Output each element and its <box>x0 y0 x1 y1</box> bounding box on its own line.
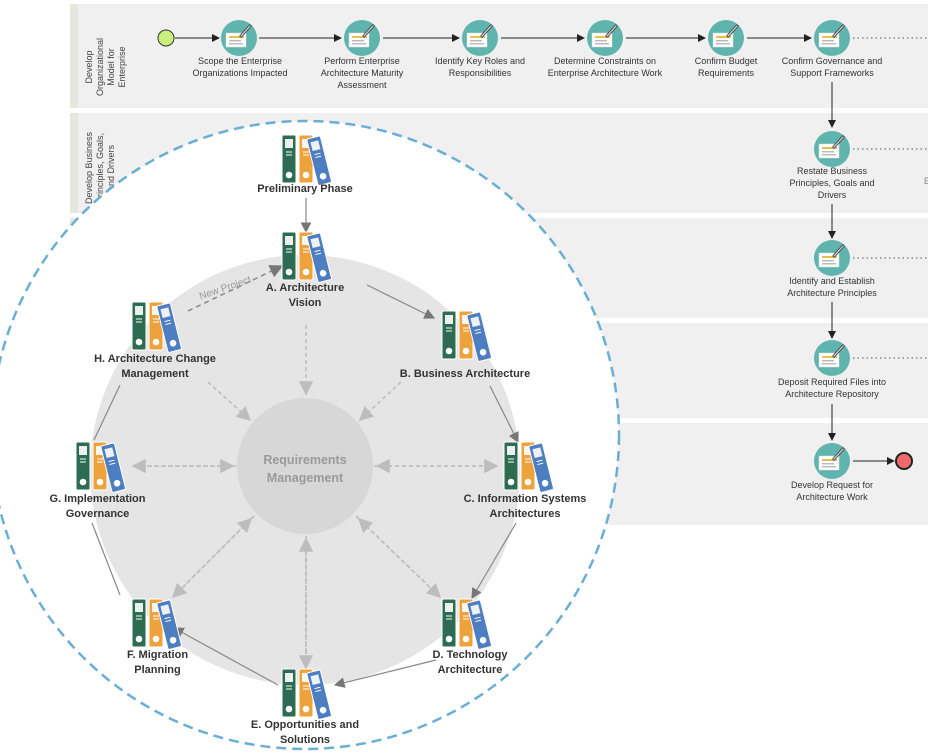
swimlane-header-2 <box>70 113 78 213</box>
preliminary-phase-label: Preliminary Phase <box>257 183 353 195</box>
phase-a-label: A. Architecture Vision <box>265 282 345 309</box>
task-icon-4[interactable] <box>587 20 623 56</box>
phase-c-label: C. Information Systems Architectures <box>463 493 587 520</box>
task-label-2: Perform Enterprise Architecture Maturity… <box>320 56 404 90</box>
task-icon-5[interactable] <box>708 20 744 56</box>
phase-b-binder-icon <box>441 310 492 362</box>
right-edge-fragment: E <box>923 176 928 186</box>
task-label-8: Identify and Establish Architecture Prin… <box>787 276 877 298</box>
task-label-7: Restate Business Principles, Goals and D… <box>789 166 875 200</box>
requirements-circle <box>237 398 373 534</box>
task-label-6: Confirm Governance and Support Framework… <box>781 56 883 78</box>
task-label-9: Deposit Required Files into Architecture… <box>777 377 887 399</box>
phase-f-label: F. Migration Planning <box>126 649 189 676</box>
task-icon-1[interactable] <box>221 20 257 56</box>
phase-e-label: E. Opportunities and Solutions <box>250 719 360 746</box>
task-icon-6[interactable] <box>814 20 850 56</box>
task-icon-2[interactable] <box>344 20 380 56</box>
phase-f-binder-icon <box>131 598 182 650</box>
task-icons <box>221 20 850 479</box>
phase-d-binder-icon <box>441 598 492 650</box>
task-icon-10[interactable] <box>814 443 850 479</box>
task-label-1: Scope the Enterprise Organizations Impac… <box>192 56 288 78</box>
task-icon-9[interactable] <box>814 340 850 376</box>
phase-d-label: D. Technology Architecture <box>432 649 508 676</box>
phase-h-label: H. Architecture Change Management <box>94 353 216 380</box>
binder-icons <box>75 134 554 720</box>
task-label-4: Determine Constraints on Enterprise Arch… <box>547 56 663 78</box>
phase-e-binder-icon <box>281 668 332 720</box>
phase-b-label: B. Business Architecture <box>399 368 531 380</box>
dotted-exits <box>853 37 928 359</box>
preliminary-binder-icon <box>281 134 332 186</box>
task-label-5: Confirm Budget Requirements <box>694 56 758 78</box>
flow-connectors <box>175 34 895 465</box>
task-label-10: Develop Request for Architecture Work <box>790 480 874 502</box>
phase-c-binder-icon <box>503 441 554 493</box>
cycle-arrows <box>91 198 519 688</box>
task-label-3: Identify Key Roles and Responsibilities <box>434 56 526 78</box>
phase-a-binder-icon <box>281 231 332 283</box>
phase-g-binder-icon <box>75 441 126 493</box>
phase-h-binder-icon <box>131 301 182 353</box>
phase-g-label: G. Implementation Governance <box>49 493 146 520</box>
start-event <box>157 29 175 47</box>
task-icon-8[interactable] <box>814 240 850 276</box>
swimlane-header-1 <box>70 4 78 108</box>
task-icon-3[interactable] <box>462 20 498 56</box>
requirements-management-label: Requirements Management <box>263 453 347 485</box>
end-event <box>895 452 913 470</box>
requirements-spokes <box>131 325 499 670</box>
task-icon-7[interactable] <box>814 131 850 167</box>
swimlane-1[interactable] <box>70 4 928 108</box>
